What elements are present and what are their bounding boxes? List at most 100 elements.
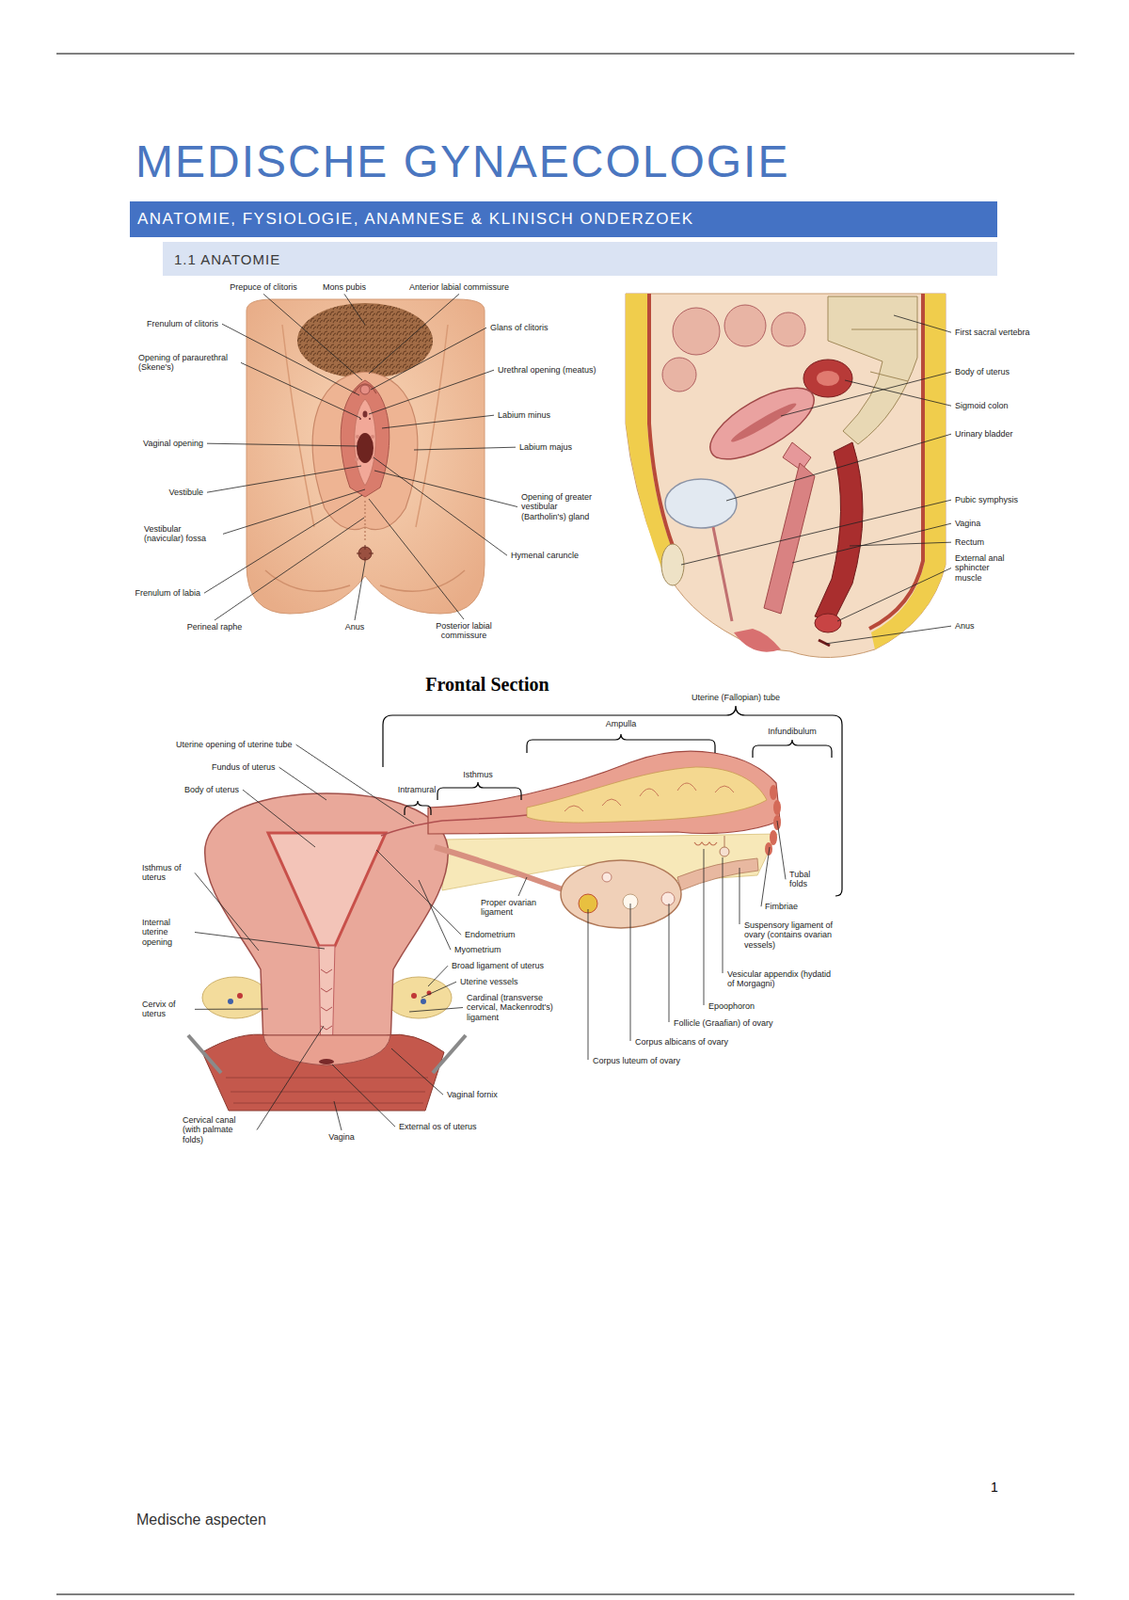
leader-line — [222, 489, 366, 534]
anatomy-label: Epoophoron — [707, 1001, 756, 1011]
frontal-section-illustration-part — [268, 832, 386, 946]
leader-line — [893, 315, 952, 333]
anatomy-label: Body of uterus — [183, 784, 240, 795]
anatomy-label: Vestibule — [167, 487, 205, 497]
anatomy-label: Urethral opening (meatus) — [496, 365, 598, 375]
leader-line — [256, 1025, 324, 1130]
vulva-illustration-part — [380, 570, 465, 591]
anatomy-label: External os of uterus — [397, 1121, 478, 1131]
sagittal-section-illustration-part — [818, 639, 830, 646]
vulva-illustration-part — [370, 434, 375, 439]
sagittal-section-illustration-part — [625, 293, 680, 571]
leader-line — [825, 625, 952, 644]
vulva-illustration-part — [360, 384, 370, 395]
bracket-part — [404, 800, 431, 815]
leader-line — [792, 523, 952, 563]
sagittal-section-illustration-part — [816, 370, 840, 386]
frontal-section-illustration-part — [434, 846, 563, 890]
leader-line — [222, 323, 360, 396]
sagittal-section-illustration-part — [699, 373, 825, 473]
anatomy-label: Suspensory ligament of ovary (contains o… — [743, 920, 851, 950]
anatomy-label: Pubic symphysis — [954, 494, 1019, 505]
frontal-section-illustration-part — [202, 976, 269, 1018]
band-text: 1.1 ANATOMIE — [174, 251, 281, 268]
section-band: ANATOMIE, FYSIOLOGIE, ANAMNESE & KLINISC… — [129, 201, 998, 238]
leader-line — [518, 876, 527, 896]
frontal-section-illustration-part — [432, 1034, 466, 1073]
frontal-section-illustration-part — [719, 846, 730, 857]
sagittal-section-illustration-part — [662, 357, 697, 392]
frontal-section-illustration-part — [428, 750, 780, 834]
leader-line — [588, 908, 589, 1060]
leader-line — [739, 867, 741, 924]
leader-line — [194, 1008, 269, 1010]
anatomy-label: Anterior labial commissure — [408, 282, 510, 292]
leader-line — [332, 1064, 396, 1127]
sagittal-section-illustration-part — [625, 293, 946, 658]
vulva-illustration-part — [354, 398, 377, 486]
anatomy-label: Cardinal (transverse cervical, Mackenrod… — [465, 992, 572, 1022]
anatomy-label: Anus — [954, 620, 976, 631]
anatomy-label: Hymenal caruncle — [509, 550, 580, 560]
frontal-section-illustration-part — [202, 1033, 445, 1111]
leader-line — [374, 470, 518, 508]
bracket-part — [752, 739, 832, 758]
sagittal-section-illustration-part — [782, 442, 811, 471]
leader-line — [681, 499, 952, 565]
page-footer: Medische aspecten — [135, 1510, 268, 1528]
page-rule — [56, 53, 1075, 1594]
frontal-section-illustration-part — [677, 858, 759, 891]
leader-line — [630, 903, 632, 1041]
anatomy-label: Tubal folds — [788, 869, 828, 890]
sagittal-section-illustration-part-part — [729, 399, 799, 446]
anatomy-label: Body of uterus — [954, 366, 1011, 377]
leader-line — [726, 433, 952, 501]
frontal-section-illustration-part — [263, 1034, 391, 1066]
leader-line — [204, 494, 363, 593]
frontal-section-illustration-part — [724, 835, 726, 847]
anatomy-label: Vagina — [327, 1131, 355, 1142]
sagittal-section-illustration-part-part — [699, 373, 825, 473]
leader-line — [368, 498, 464, 620]
anatomy-label: Vaginal opening — [142, 438, 205, 448]
vulva-illustration-part — [359, 417, 362, 420]
figure-title: Frontal Section — [424, 673, 550, 696]
sagittal-section-illustration-part — [665, 478, 737, 528]
bracket — [382, 705, 843, 896]
leader-line — [761, 846, 770, 907]
sagittal-section-illustration-part — [851, 329, 918, 331]
sagittal-section-illustration-part — [814, 613, 842, 633]
sagittal-section-illustration-part — [870, 371, 908, 382]
anatomy-label: Anus — [344, 621, 366, 632]
bracket-label: Infundibulum — [766, 726, 818, 736]
sagittal-section-illustration-part — [661, 543, 684, 586]
page-rule-part — [56, 53, 1075, 55]
anatomy-label: Labium minus — [496, 410, 552, 420]
anatomy-label: Endometrium — [463, 929, 517, 939]
vulva-illustration — [246, 299, 485, 614]
frontal-section-illustration-part — [318, 1058, 334, 1065]
leader-line — [344, 293, 366, 325]
vulva-illustration-part — [364, 500, 366, 541]
leader-line — [333, 1100, 342, 1130]
leader-line — [368, 293, 460, 374]
anatomy-label: Perineal raphe — [186, 621, 244, 632]
page-number: 1 — [989, 1478, 1000, 1495]
anatomy-label: Corpus luteum of ovary — [591, 1055, 682, 1066]
anatomy-label: Uterine vessels — [459, 976, 520, 986]
frontal-section-illustration-part — [560, 859, 682, 928]
frontal-section-illustration-part — [381, 814, 527, 836]
leader-line — [368, 369, 494, 414]
frontal-section-illustration-part — [602, 872, 612, 882]
anatomy-label: Glans of clitoris — [489, 322, 550, 333]
anatomy-label: Follicle (Graafian) of ovary — [672, 1017, 775, 1028]
sagittal-section-illustration-part — [713, 526, 732, 621]
bracket-part — [382, 705, 843, 896]
frontal-section-illustration-part — [769, 829, 778, 845]
leader-line — [722, 857, 724, 973]
leader-line — [354, 561, 366, 621]
vulva-illustration-part — [355, 434, 360, 439]
leader-line — [837, 568, 952, 621]
bracket-label: Isthmus — [461, 769, 494, 780]
